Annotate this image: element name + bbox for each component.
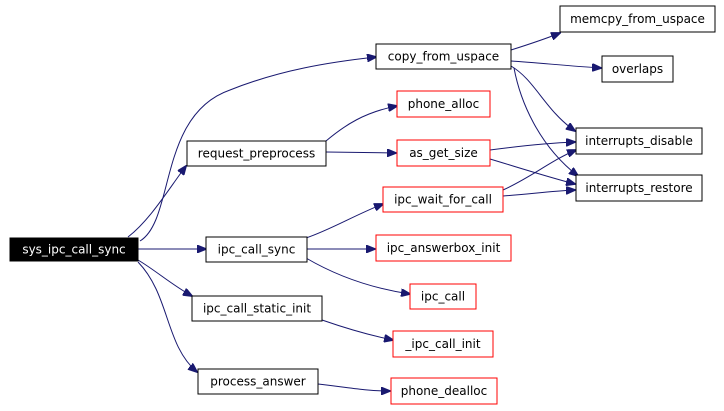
node-box xyxy=(375,43,512,70)
node-box xyxy=(375,234,512,262)
node-label: sys_ipc_call_sync xyxy=(22,243,125,257)
node-phone_dealloc[interactable]: phone_dealloc xyxy=(390,377,498,405)
edge-sys_ipc_call_sync-copy_from_uspace xyxy=(139,57,376,242)
edge-ipc_wait_for_call-interrupts_disable xyxy=(502,150,576,191)
edge-ipc_call_static_init-_ipc_call_init xyxy=(321,319,393,340)
node-interrupts_restore[interactable]: interrupts_restore xyxy=(575,174,703,202)
node-box xyxy=(392,330,494,358)
node-box xyxy=(559,5,716,33)
node-box xyxy=(9,237,139,262)
node-copy_from_uspace[interactable]: copy_from_uspace xyxy=(375,43,512,70)
node-label: interrupts_disable xyxy=(585,134,693,148)
node-ipc_call_static_init[interactable]: ipc_call_static_init xyxy=(191,295,323,322)
node-label: as_get_size xyxy=(409,146,478,160)
node-box xyxy=(409,283,477,310)
node-label: process_answer xyxy=(210,375,306,389)
node-box xyxy=(205,236,308,263)
node-overlaps[interactable]: overlaps xyxy=(601,55,674,83)
node-ipc_call[interactable]: ipc_call xyxy=(409,283,477,310)
edge-process_answer-phone_dealloc xyxy=(317,383,390,391)
node-label: request_preprocess xyxy=(198,147,315,161)
node-label: ipc_call_sync xyxy=(218,243,296,257)
node-phone_alloc[interactable]: phone_alloc xyxy=(396,90,491,118)
node-label: interrupts_restore xyxy=(585,181,692,195)
node-label: copy_from_uspace xyxy=(388,50,499,64)
edge-sys_ipc_call_sync-ipc_call_static_init xyxy=(137,259,192,296)
node-box xyxy=(390,377,498,405)
node-box xyxy=(575,127,703,155)
node-ipc_answerbox_init[interactable]: ipc_answerbox_init xyxy=(375,234,512,262)
node-label: memcpy_from_uspace xyxy=(570,12,705,26)
edge-copy_from_uspace-overlaps xyxy=(510,60,601,68)
edge-as_get_size-interrupts_disable xyxy=(489,142,575,151)
edge-sys_ipc_call_sync-process_answer xyxy=(137,261,197,372)
node-label: ipc_call_static_init xyxy=(203,302,311,316)
edge-ipc_call_sync-ipc_wait_for_call xyxy=(305,204,383,239)
edges xyxy=(127,33,601,391)
node-box xyxy=(396,90,491,118)
node-label: ipc_wait_for_call xyxy=(394,193,492,207)
node-box xyxy=(396,139,491,167)
node-label: phone_dealloc xyxy=(401,384,488,398)
node-label: ipc_answerbox_init xyxy=(387,241,501,255)
nodes: sys_ipc_call_sync request_preprocess ipc… xyxy=(9,5,716,405)
node-as_get_size[interactable]: as_get_size xyxy=(396,139,491,167)
node-box xyxy=(191,295,323,322)
node-_ipc_call_init[interactable]: _ipc_call_init xyxy=(392,330,494,358)
edge-request_preprocess-as_get_size xyxy=(325,152,396,153)
node-box xyxy=(601,55,674,83)
node-label: _ipc_call_init xyxy=(404,337,480,351)
edge-copy_from_uspace-interrupts_disable xyxy=(510,65,575,131)
node-box xyxy=(197,368,319,395)
node-interrupts_disable[interactable]: interrupts_disable xyxy=(575,127,703,155)
edge-ipc_wait_for_call-interrupts_restore xyxy=(502,190,575,197)
node-box xyxy=(382,186,504,213)
edge-sys_ipc_call_sync-request_preprocess xyxy=(127,166,186,238)
node-process_answer[interactable]: process_answer xyxy=(197,368,319,395)
node-label: overlaps xyxy=(612,62,663,76)
edge-copy_from_uspace-interrupts_restore xyxy=(513,67,578,176)
edge-request_preprocess-phone_alloc xyxy=(325,106,397,142)
node-request_preprocess[interactable]: request_preprocess xyxy=(186,140,327,167)
edge-copy_from_uspace-memcpy_from_uspace xyxy=(510,33,560,51)
node-box xyxy=(575,174,703,202)
node-label: ipc_call xyxy=(421,290,465,304)
node-ipc_call_sync[interactable]: ipc_call_sync xyxy=(205,236,308,263)
node-memcpy_from_uspace[interactable]: memcpy_from_uspace xyxy=(559,5,716,33)
node-sys_ipc_call_sync[interactable]: sys_ipc_call_sync xyxy=(9,237,139,262)
edge-as_get_size-interrupts_restore xyxy=(489,158,575,184)
node-box xyxy=(186,140,327,167)
node-ipc_wait_for_call[interactable]: ipc_wait_for_call xyxy=(382,186,504,213)
edge-ipc_call_sync-ipc_call xyxy=(305,257,410,294)
node-label: phone_alloc xyxy=(408,97,480,111)
